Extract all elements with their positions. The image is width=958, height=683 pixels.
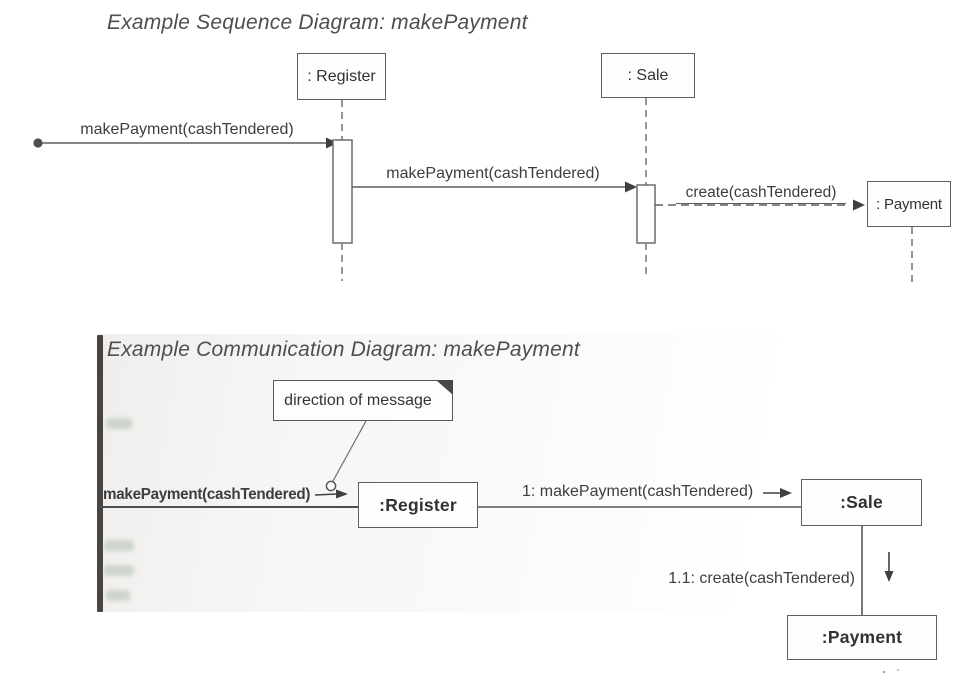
found-message-origin-dot	[33, 138, 43, 148]
com-found-message-label: makePayment(cashTendered)	[103, 486, 311, 503]
note-folded-corner-icon	[436, 380, 453, 395]
object-label-payment: :Payment	[821, 627, 903, 647]
note-text: direction of message	[284, 391, 432, 409]
com-message-1-label: 1: makePayment(cashTendered)	[522, 483, 754, 500]
seq-message-2-arrowhead-icon	[625, 181, 637, 193]
bleed-mark	[106, 418, 132, 429]
object-label-register: :Register	[379, 494, 457, 515]
object-box-sale: :Sale	[801, 479, 922, 526]
bleed-mark	[104, 565, 134, 576]
uml-note-direction-of-message: direction of message	[273, 380, 453, 421]
register-activation-bar	[332, 139, 353, 244]
bleed-mark	[104, 540, 134, 551]
object-box-register: :Register	[358, 482, 478, 528]
lifeline-box-register: : Register	[297, 53, 386, 100]
com-message-1-1-label: 1.1: create(cashTendered)	[668, 570, 855, 587]
lifeline-label-sale: : Sale	[627, 66, 669, 84]
lifeline-label-register: : Register	[307, 67, 376, 85]
seq-message-1-arrowhead-icon	[326, 137, 338, 149]
scanned-page-left-edge	[97, 335, 103, 612]
lifeline-box-sale: : Sale	[601, 53, 695, 98]
seq-message-3-arrowhead-icon	[853, 199, 865, 211]
scan-speck	[882, 670, 886, 674]
lifeline-label-payment: : Payment	[876, 195, 942, 213]
scanned-slide-background	[98, 334, 943, 612]
seq-message-3-label: create(cashTendered)	[676, 184, 846, 204]
object-label-sale: :Sale	[840, 492, 883, 512]
seq-message-2-label: makePayment(cashTendered)	[386, 165, 600, 182]
communication-diagram-title: Example Communication Diagram: makePayme…	[107, 338, 580, 361]
lifeline-box-payment: : Payment	[867, 181, 951, 227]
scan-speck	[896, 668, 900, 672]
bleed-mark	[106, 590, 130, 601]
object-box-payment: :Payment	[787, 615, 937, 660]
sequence-diagram-title: Example Sequence Diagram: makePayment	[107, 11, 528, 34]
seq-message-1-label: makePayment(cashTendered)	[80, 121, 294, 138]
sale-activation-bar	[636, 184, 656, 244]
